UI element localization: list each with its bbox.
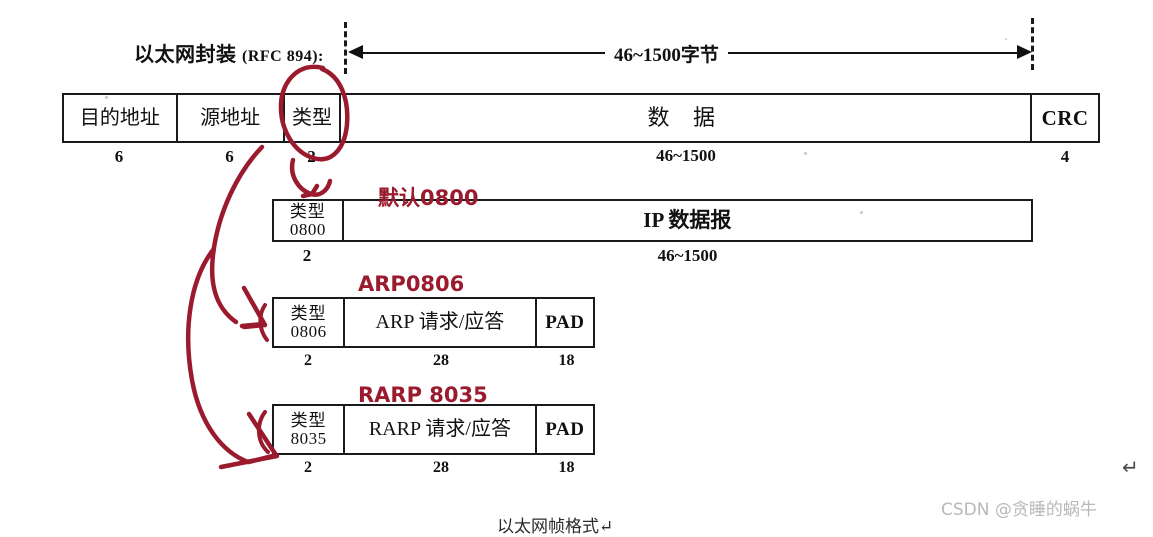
scan-speckle (105, 96, 108, 99)
scan-speckle (1005, 38, 1007, 40)
dimension-arrow-right-icon (1017, 45, 1032, 59)
size-destination-address: 6 (114, 147, 124, 166)
arp-size-pad: 18 (558, 352, 575, 369)
ip-type-value: 0800 (289, 219, 326, 239)
size-crc: 4 (1060, 147, 1070, 166)
field-source-address: 源地址 (178, 95, 285, 141)
annotation-default-0800: 默认0800 (378, 186, 479, 210)
ip-frame-row: 类型 0800 IP 数据报 (272, 199, 1033, 242)
ink-arrowhead-to-arp-frame (241, 285, 268, 330)
scan-speckle (804, 152, 807, 155)
rarp-type-value: 8035 (290, 428, 327, 448)
ink-tick-arp (258, 303, 269, 342)
annotation-arp-0806: ARP0806 (358, 272, 465, 296)
ink-arrowhead-to-ip-frame (300, 183, 320, 199)
rarp-field-type: 类型 8035 (274, 406, 346, 453)
size-source-address: 6 (225, 147, 234, 166)
ip-field-body: IP 数据报 (643, 208, 732, 233)
ink-arrowhead-to-rarp-tail (218, 453, 280, 470)
rarp-type-label: 类型 (290, 410, 327, 430)
ink-arrow-to-rarp-frame (186, 247, 251, 465)
dashed-guide-left (344, 22, 347, 74)
arp-field-pad: PAD (545, 311, 585, 333)
diagram-title-rfc: (RFC 894): (242, 48, 324, 65)
field-data: 数 据 (341, 95, 1033, 141)
ip-size-type: 2 (302, 246, 312, 265)
rarp-field-pad: PAD (545, 418, 585, 440)
field-type: 类型 (285, 95, 342, 141)
ink-tick-rarp (257, 410, 270, 454)
return-arrow-icon: ↵ (1122, 455, 1139, 479)
arp-size-body: 28 (433, 352, 449, 369)
ip-field-type: 类型 0800 (274, 201, 344, 240)
rarp-size-body: 28 (433, 459, 449, 476)
diagram-title-cn: 以太网封装 (134, 44, 237, 66)
dashed-guide-right (1031, 18, 1034, 70)
ethernet-frame-row: 目的地址 源地址 类型 数 据 CRC (62, 93, 1100, 143)
ink-arrowhead-to-arp-tail (239, 321, 267, 329)
arp-type-value: 0806 (290, 321, 327, 341)
arp-field-type: 类型 0806 (274, 299, 346, 346)
ink-arrow-to-arp-frame (209, 144, 265, 325)
ip-size-body: 46~1500 (657, 246, 718, 265)
dimension-arrow-left-icon (348, 45, 363, 59)
dimension-label: 46~1500字节 (605, 40, 728, 67)
arp-frame-row: 类型 0806 ARP 请求/应答 PAD (272, 297, 595, 348)
rarp-size-pad: 18 (558, 459, 575, 476)
diagram-title: 以太网封装 (RFC 894): (134, 38, 324, 67)
annotation-rarp-8035: RARP 8035 (358, 383, 488, 407)
scan-speckle (860, 211, 863, 214)
field-crc: CRC (1041, 105, 1089, 130)
arp-type-label: 类型 (290, 303, 327, 323)
csdn-watermark: CSDN @贪睡的蜗牛 (941, 500, 1097, 520)
arp-field-body: ARP 请求/应答 (345, 299, 537, 346)
field-destination-address: 目的地址 (64, 95, 178, 141)
size-type: 2 (307, 147, 316, 166)
rarp-frame-row: 类型 8035 RARP 请求/应答 PAD (272, 404, 595, 455)
rarp-field-body: RARP 请求/应答 (345, 406, 537, 453)
size-data: 46~1500 (656, 146, 716, 165)
figure-caption: 以太网帧格式↵ (497, 517, 614, 536)
arp-size-type: 2 (304, 352, 312, 369)
rarp-size-type: 2 (304, 459, 312, 476)
ip-type-label: 类型 (289, 201, 326, 221)
